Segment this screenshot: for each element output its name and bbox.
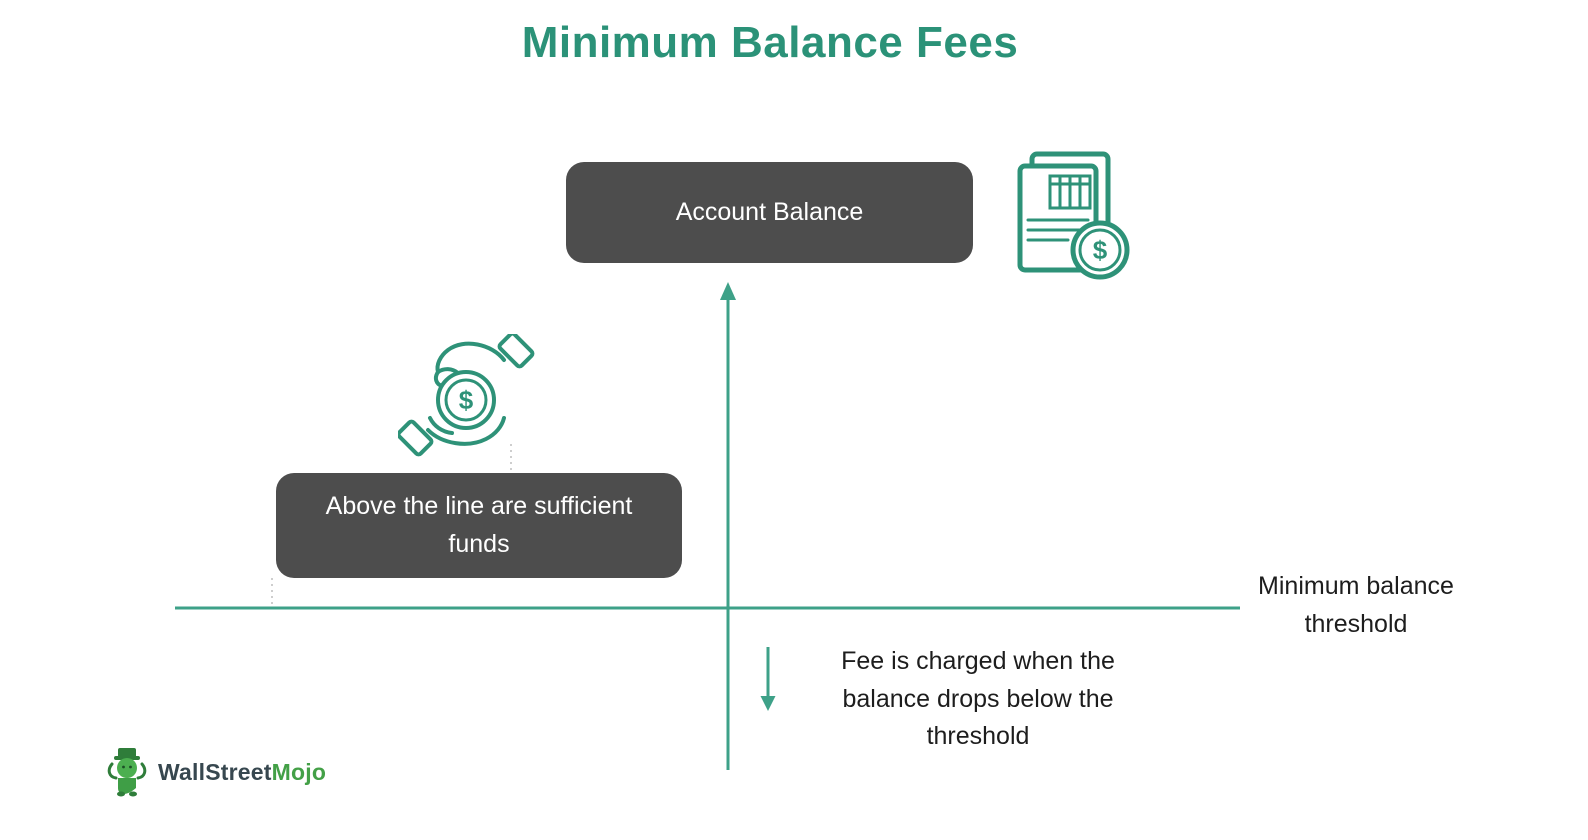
coin-inner: [1078, 228, 1122, 272]
wordmark-wallstreet: WallStreet: [158, 758, 272, 785]
up-arrow-icon: [720, 282, 736, 300]
coin-dollar-glyph: $: [1093, 235, 1108, 265]
bottom-hand: [426, 416, 506, 446]
top-hand: [435, 341, 506, 374]
wallstreetmojo-wordmark: WallStreetMojo: [158, 759, 326, 786]
top-hand-cuff: [497, 334, 535, 369]
bottom-hand-cuff: [398, 419, 434, 457]
account-balance-label: Account Balance: [675, 197, 864, 226]
wallstreetmojo-logo: WallStreetMojo: [104, 746, 326, 798]
fee-note: Fee is charged when the balance drops be…: [841, 647, 1115, 750]
account-balance-box: Account Balance: [566, 162, 973, 263]
sufficient-funds-box: Above the line are sufficient funds: [276, 473, 682, 578]
sufficient-funds-label: Above the line are sufficient funds: [325, 492, 633, 558]
threshold-label: Minimum balance threshold: [1258, 572, 1454, 638]
coin-inner: [444, 378, 488, 422]
coin-dollar-glyph: $: [459, 385, 474, 415]
wallstreetmojo-mascot-icon: [107, 748, 147, 797]
page-title: Minimum Balance Fees: [521, 18, 1019, 67]
down-arrow-icon: [760, 696, 776, 711]
wordmark-mojo: Mojo: [271, 758, 327, 785]
invoice-dollar-icon: $: [1017, 151, 1130, 280]
hands-holding-money-icon: $: [398, 334, 535, 457]
